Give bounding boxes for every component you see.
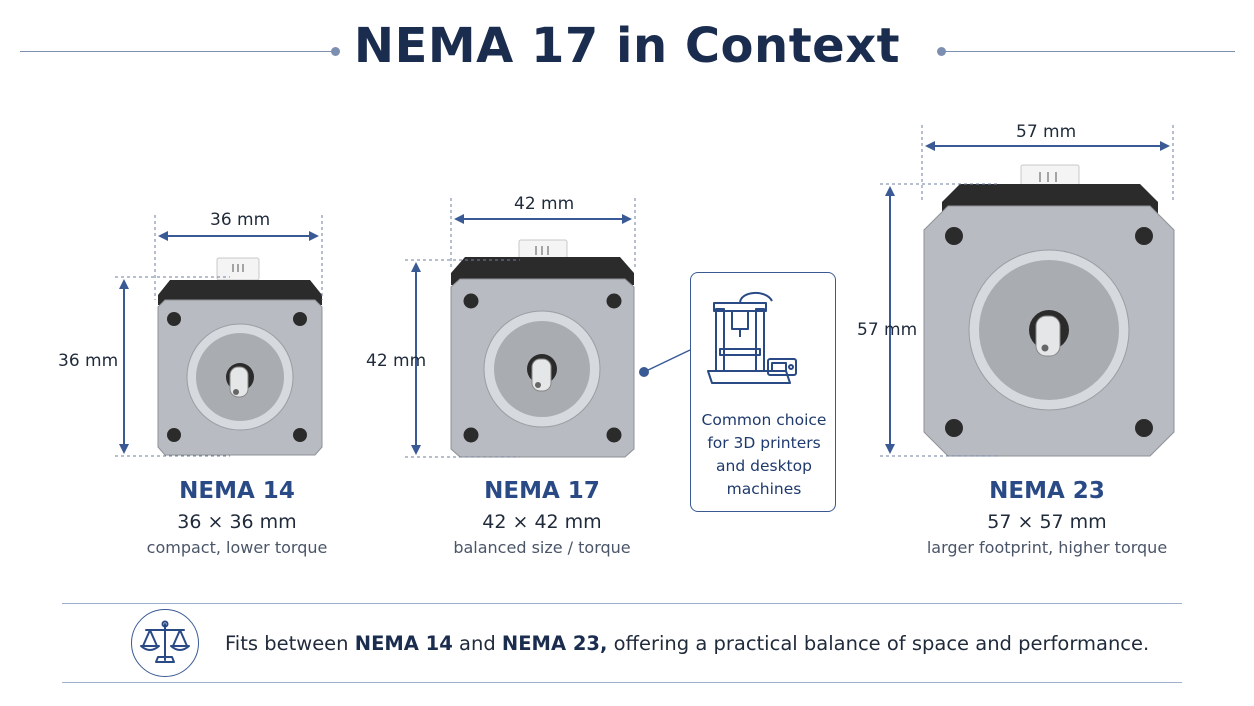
page-title: NEMA 17 in Context [353, 18, 901, 74]
motor-nema-14 [150, 255, 330, 460]
motor-nema-14-drawing [157, 257, 323, 456]
nema-23-width-label: 57 mm [1016, 122, 1077, 142]
footer-rule-bottom [62, 682, 1182, 683]
callout-text: Common choice for 3D printers and deskto… [701, 411, 827, 498]
nema-17-name: NEMA 17 [484, 478, 600, 504]
footer-text: Fits between NEMA 14 and NEMA 23, offeri… [225, 632, 1149, 655]
nema-14-height-label: 36 mm [58, 351, 119, 371]
footer-strong-nema-23: NEMA 23, [501, 632, 608, 655]
footer-strong-nema-14: NEMA 14 [354, 632, 453, 655]
nema-14-name: NEMA 14 [179, 478, 295, 504]
nema-23-height-label: 57 mm [857, 320, 918, 340]
title-rule-right [945, 51, 1235, 52]
footer-prefix: Fits between [225, 632, 355, 655]
nema-17-height-label: 42 mm [366, 351, 427, 371]
3d-printer-icon [707, 292, 797, 384]
nema-14-size: 36 × 36 mm [177, 511, 297, 533]
nema-23-size: 57 × 57 mm [987, 511, 1107, 533]
title-rule-left [20, 51, 332, 52]
title-rule-right-dot [937, 47, 946, 56]
nema-17-note: balanced size / torque [453, 538, 631, 557]
nema-14-width-label: 36 mm [210, 210, 271, 230]
footer-suffix: offering a practical balance of space an… [607, 632, 1150, 655]
footer-rule-top [62, 603, 1182, 604]
title-rule-left-dot [331, 47, 340, 56]
motor-nema-23-drawing [923, 164, 1175, 457]
motor-nema-23 [920, 162, 1178, 462]
motor-nema-17 [445, 237, 640, 462]
balance-scale-icon [131, 609, 199, 677]
nema-14-note: compact, lower torque [146, 538, 328, 557]
nema-23-name: NEMA 23 [989, 478, 1105, 504]
motor-nema-17-drawing [450, 239, 635, 458]
nema-17-size: 42 × 42 mm [482, 511, 602, 533]
nema-17-width-label: 42 mm [514, 194, 575, 214]
footer-middle: and [452, 632, 502, 655]
nema-23-note: larger footprint, higher torque [926, 538, 1168, 557]
usage-callout: Common choice for 3D printers and deskto… [690, 272, 836, 512]
